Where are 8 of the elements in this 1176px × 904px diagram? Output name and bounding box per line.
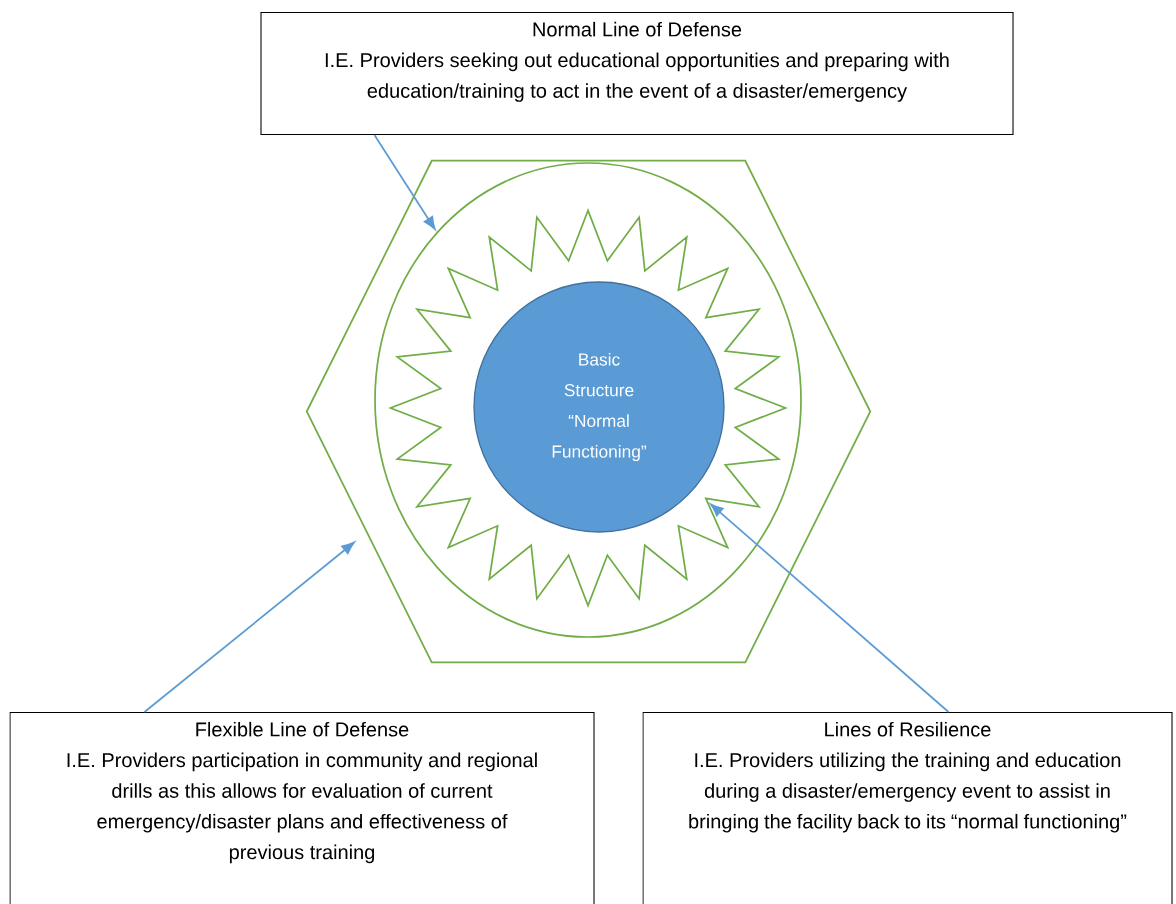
ellipse bbox=[374, 162, 802, 638]
text-box: Normal Line of Defense I.E. Providers seeking out educational opportunities and preparing with education/training to act in the event of a disaster/emergency bbox=[260, 12, 1014, 136]
text-box: Lines of Resilience I.E. Providers utilizing the training and education during a disaster/emergency event to assist in bringing the facility back to its “normal functioning” bbox=[642, 712, 1173, 904]
arrow bbox=[710, 503, 950, 713]
hexagon bbox=[305, 159, 872, 664]
arrow bbox=[373, 134, 436, 230]
text-box: Flexible Line of Defense I.E. Providers participation in community and regional drills as this allows for evaluation of current emergency/disaster plans and effectiveness of previous training bbox=[9, 712, 595, 904]
arrow bbox=[143, 541, 355, 713]
